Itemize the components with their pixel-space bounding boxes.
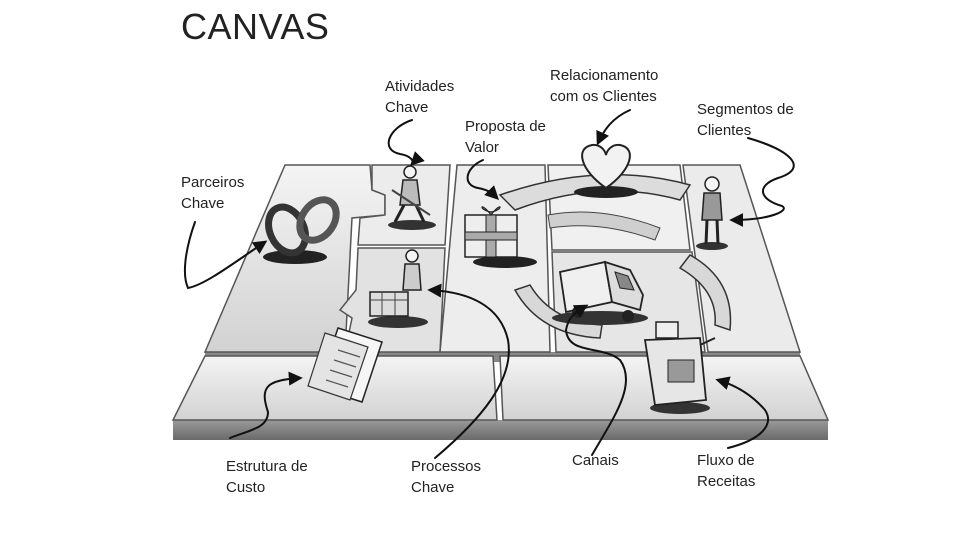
- arrow-parceiros: [183, 221, 268, 290]
- arrow-relacionamento: [596, 109, 631, 146]
- arrow-canais: [564, 304, 627, 456]
- arrow-estrutura: [229, 371, 303, 439]
- canvas-board: [171, 164, 830, 440]
- arrow-processos: [427, 283, 510, 459]
- document-icon: [307, 327, 383, 403]
- label-canais: Canais: [572, 452, 619, 469]
- person-icon: [696, 176, 728, 250]
- gift-icon: [464, 206, 537, 268]
- arrow-proposta: [466, 159, 499, 200]
- heart-icon: [574, 143, 638, 198]
- arrow-segmentos: [729, 137, 795, 227]
- truck-icon: [552, 260, 648, 325]
- page-title: CANVAS: [181, 6, 330, 47]
- rings-icon: [263, 196, 340, 264]
- packer-icon: [368, 249, 428, 328]
- annotation-arrows: [183, 109, 795, 459]
- worker-icon: [388, 165, 436, 230]
- arrow-atividades: [387, 119, 425, 166]
- cash-register-icon: [643, 321, 716, 414]
- arrow-fluxo: [715, 376, 770, 449]
